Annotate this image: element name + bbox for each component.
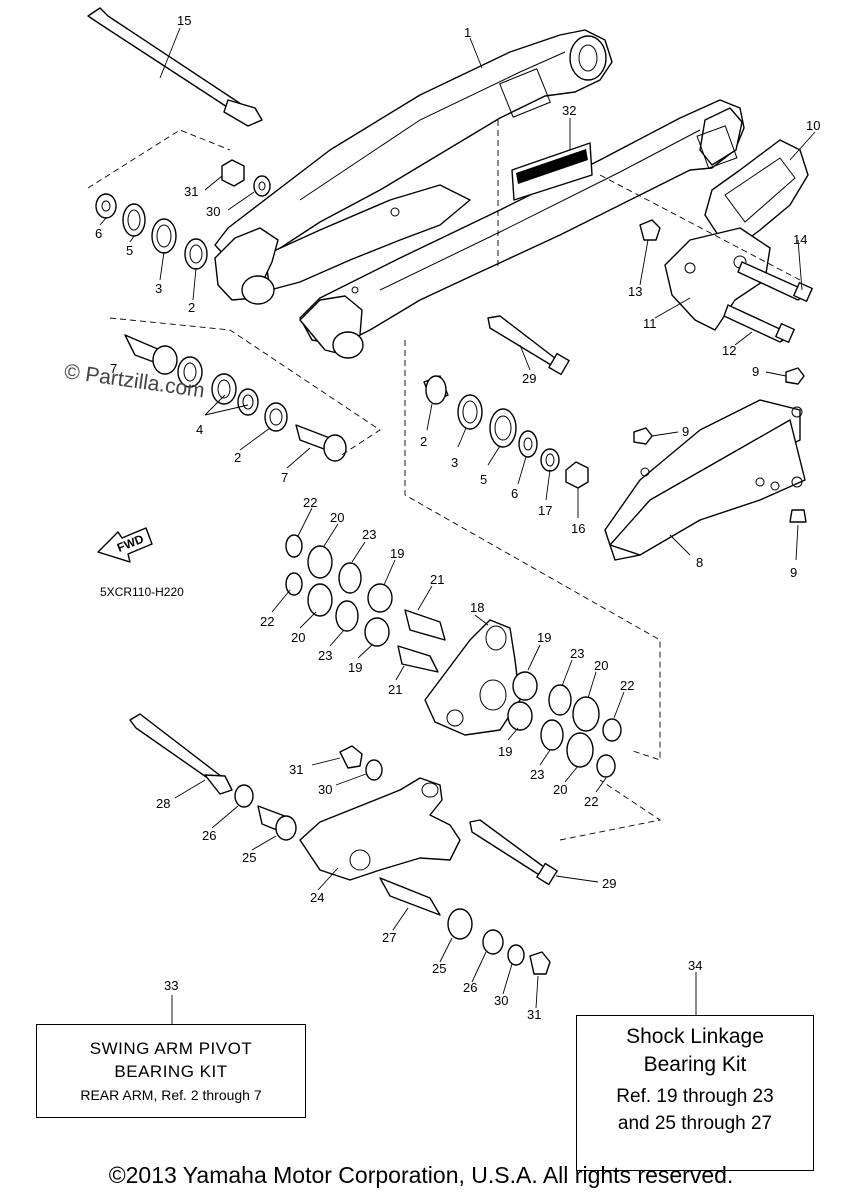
callout-2: 2 — [420, 434, 427, 449]
kit-33-line1: SWING ARM PIVOT — [89, 1039, 253, 1058]
callout-29: 29 — [602, 876, 616, 891]
callout-22: 22 — [260, 614, 274, 629]
bolts-guide — [639, 219, 813, 343]
chain-slider — [604, 399, 806, 561]
callout-20: 20 — [553, 782, 567, 797]
callout-7: 7 — [110, 361, 117, 376]
callout-31: 31 — [527, 1007, 541, 1022]
callout-20: 20 — [330, 510, 344, 525]
callout-5: 5 — [126, 243, 133, 258]
callout-23: 23 — [530, 767, 544, 782]
kit-33-number: 33 — [164, 978, 179, 993]
kit-34-ref1: Ref. 19 through 23 — [616, 1086, 774, 1107]
callout-20: 20 — [594, 658, 608, 673]
callout-22: 22 — [620, 678, 634, 693]
kit-34-number: 34 — [688, 958, 703, 973]
callout-7: 7 — [281, 470, 288, 485]
callout-9: 9 — [752, 364, 759, 379]
fwd-arrow: FWD — [97, 527, 153, 563]
callout-13: 13 — [628, 284, 642, 299]
callout-16: 16 — [571, 521, 585, 536]
callout-12: 12 — [722, 343, 736, 358]
callout-30: 30 — [494, 993, 508, 1008]
callout-28: 28 — [156, 796, 170, 811]
callout-3: 3 — [155, 281, 162, 296]
callout-8: 8 — [696, 555, 703, 570]
callout-11: 11 — [643, 316, 657, 331]
callout-25: 25 — [242, 850, 256, 865]
callout-4: 4 — [196, 422, 203, 437]
callout-22: 22 — [584, 794, 598, 809]
link-bolt-upper — [487, 315, 570, 376]
callout-9: 9 — [682, 424, 689, 439]
callout-22: 22 — [303, 495, 317, 510]
callout-15: 15 — [177, 13, 191, 28]
callout-20: 20 — [291, 630, 305, 645]
callout-2: 2 — [234, 450, 241, 465]
callout-31: 31 — [289, 762, 303, 777]
callout-6: 6 — [511, 486, 518, 501]
bearing-stack-right — [423, 375, 589, 489]
swing-arm-pivot-kit-box: SWING ARM PIVOT BEARING KIT REAR ARM, Re… — [36, 1024, 306, 1118]
callout-19: 19 — [537, 630, 551, 645]
callout-23: 23 — [362, 527, 376, 542]
callout-1: 1 — [464, 25, 471, 40]
callout-31: 31 — [184, 184, 198, 199]
callout-23: 23 — [318, 648, 332, 663]
callout-2: 2 — [188, 300, 195, 315]
decal-label — [511, 142, 593, 201]
callout-5: 5 — [480, 472, 487, 487]
dashed-guides — [87, 120, 801, 841]
callout-27: 27 — [382, 930, 396, 945]
callout-3: 3 — [451, 455, 458, 470]
callout-26: 26 — [202, 828, 216, 843]
callout-19: 19 — [348, 660, 362, 675]
callout-21: 21 — [388, 682, 402, 697]
callout-6: 6 — [95, 226, 102, 241]
chain-guide — [704, 139, 809, 246]
bearing-stack-left — [95, 159, 271, 270]
kit-34-ref2: and 25 through 27 — [617, 1113, 773, 1134]
callout-17: 17 — [538, 503, 552, 518]
pivot-shaft — [87, 7, 263, 127]
kit-34-title2: Bearing Kit — [643, 1053, 747, 1076]
callout-30: 30 — [206, 204, 220, 219]
diagram-code: 5XCR110-H220 — [100, 585, 184, 599]
kit-33-line3: REAR ARM, Ref. 2 through 7 — [80, 1087, 262, 1103]
callout-21: 21 — [430, 572, 444, 587]
callout-19: 19 — [390, 546, 404, 561]
relay-arm — [285, 534, 622, 778]
callout-23: 23 — [570, 646, 584, 661]
callout-14: 14 — [793, 232, 807, 247]
leader-lines — [99, 27, 816, 1024]
kit-34-title1: Shock Linkage — [626, 1025, 764, 1048]
callout-25: 25 — [432, 961, 446, 976]
collars-left — [124, 334, 347, 462]
callout-26: 26 — [463, 980, 477, 995]
kit-33-line2: BEARING KIT — [114, 1062, 228, 1081]
callout-9: 9 — [790, 565, 797, 580]
copyright-notice: ©2013 Yamaha Motor Corporation, U.S.A. A… — [108, 1162, 734, 1188]
swing-arm — [214, 29, 745, 359]
connecting-rod — [129, 713, 558, 975]
callout-30: 30 — [318, 782, 332, 797]
callout-10: 10 — [806, 118, 820, 133]
callout-numbers: 1 15 32 10 31 30 6 5 3 2 14 13 11 12 29 … — [95, 13, 820, 1022]
callout-29: 29 — [522, 371, 536, 386]
shock-linkage-kit-box: Shock Linkage Bearing Kit Ref. 19 throug… — [576, 1015, 814, 1171]
chain-guide-bracket — [664, 227, 771, 331]
callout-32: 32 — [562, 103, 576, 118]
callout-24: 24 — [310, 890, 324, 905]
slider-screws — [633, 367, 807, 523]
callout-18: 18 — [470, 600, 484, 615]
callout-19: 19 — [498, 744, 512, 759]
